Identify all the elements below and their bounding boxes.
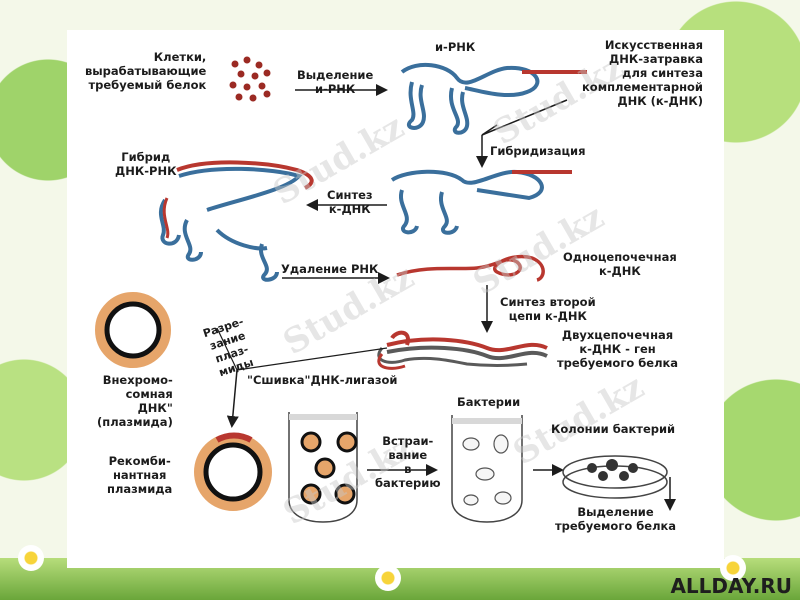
tube-with-plasmids-icon [288,412,358,523]
brand-logo: ALLDAY.RU [670,574,792,598]
label-ligase: "Сшивка"ДНК-лигазой [247,373,398,387]
label-recombinant: Рекомби- нантная плазмида [107,454,173,496]
label-colonies: Колонии бактерий [551,422,676,436]
mrna-loop [448,87,470,135]
label-isolate-protein: Выделение требуемого белка [555,505,677,533]
cells-dots [229,56,271,102]
petri-dish-icon [562,455,668,499]
label-single-strand: Одноцепочечная к-ДНК [563,250,677,278]
label-mrna: и-РНК [435,40,476,54]
label-hybridization: Гибридизация [490,144,586,158]
daisy-icon [720,555,746,581]
tube-with-bacteria-icon [451,415,523,523]
label-second-strand: Синтез второй цепи к-ДНК [500,295,596,323]
label-isolate-mrna: Выделение и-РНК [297,68,374,96]
label-plasmid: Внехромо- сомная ДНК" (плазмида) [97,373,173,429]
mrna-strand [390,169,544,201]
label-remove-rna: Удаление РНК [281,262,379,276]
double-strand-cdna [386,337,548,353]
daisy-icon [375,565,401,591]
label-cdna-synthesis: Синтез к-ДНК [327,188,373,216]
label-bacteria: Бактерии [457,395,521,409]
label-insert: Встраи- вание в бактерию [375,434,441,490]
label-hybrid: Гибрид ДНК-РНК [115,150,177,178]
mrna-loop [406,81,426,130]
label-double-strand: Двухцепочечная к-ДНК - ген требуемого бе… [557,328,679,370]
diagram-graphics [95,56,676,523]
hybrid-strand [178,166,303,212]
diagram-slide: Stud.kz Stud.kz Stud.kz Stud.kz Stud.kz … [67,30,724,568]
mrna-strand [400,62,540,97]
label-cells: Клетки, вырабатывающие требуемый белок [85,50,207,92]
arrow [226,369,239,428]
recombinant-plasmid-icon [194,432,272,511]
plasmid-icon [95,292,171,368]
single-strand-cdna [396,254,545,282]
label-primer: Искусственная ДНК-затравка для синтеза к… [582,38,703,108]
daisy-icon [18,545,44,571]
